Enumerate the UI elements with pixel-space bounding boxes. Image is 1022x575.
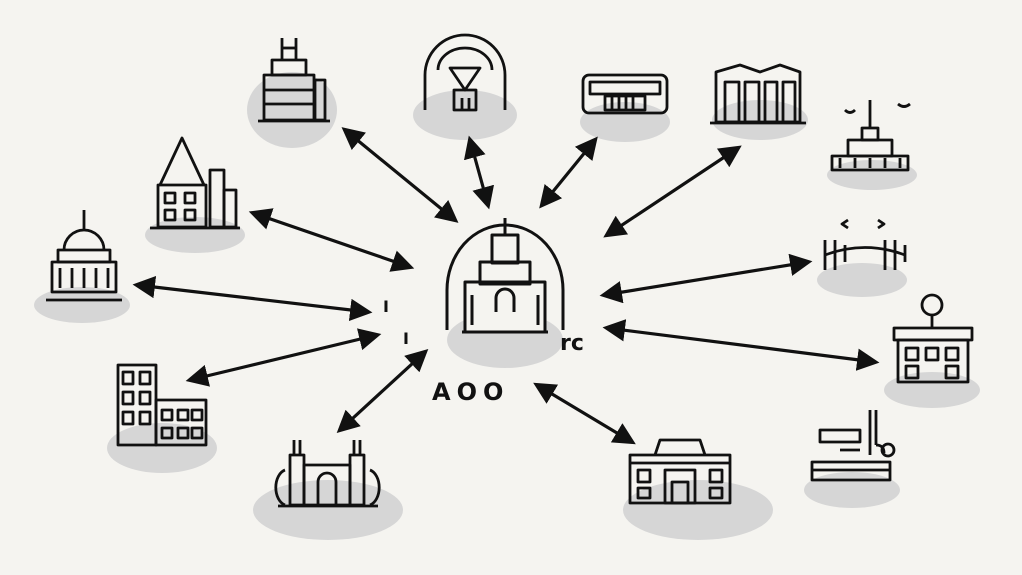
castle-gate-icon [274, 440, 381, 508]
center-caption-bottom: AOO [432, 378, 509, 406]
museum-hall-icon [628, 438, 732, 505]
arrow-layer [132, 127, 880, 445]
arrow-capitol [132, 275, 373, 322]
temple-spire-icon [830, 100, 911, 172]
arrow-clock-house [602, 319, 880, 371]
arrow-church [248, 208, 415, 272]
clock-house-icon [892, 293, 974, 384]
arrow-city-block [185, 328, 382, 387]
gothic-church-icon [150, 136, 240, 230]
arrow-museum [533, 382, 636, 445]
center-caption-left: I [383, 297, 389, 316]
palace-facade-icon [710, 63, 806, 125]
city-block-icon [116, 363, 208, 447]
arrow-castle [336, 348, 429, 434]
industrial-plant-icon [810, 410, 896, 482]
pavilion-arch-icon [423, 33, 507, 112]
capitol-dome-icon [46, 210, 122, 302]
arrow-facade [603, 145, 742, 238]
arrow-gazebo [463, 135, 495, 210]
cathedral-dome-icon [445, 218, 565, 334]
flat-hall-icon [581, 73, 669, 115]
center-caption-left-2: I [403, 329, 409, 348]
center-captions: I I AOO rc [383, 297, 584, 406]
center-caption-right: rc [560, 331, 584, 356]
arrow-twin-gate [599, 253, 813, 304]
tower-building-icon [258, 38, 330, 123]
arrow-skyscraper [341, 127, 459, 223]
twin-gate-icon [823, 218, 907, 270]
arrow-hall [539, 136, 598, 209]
